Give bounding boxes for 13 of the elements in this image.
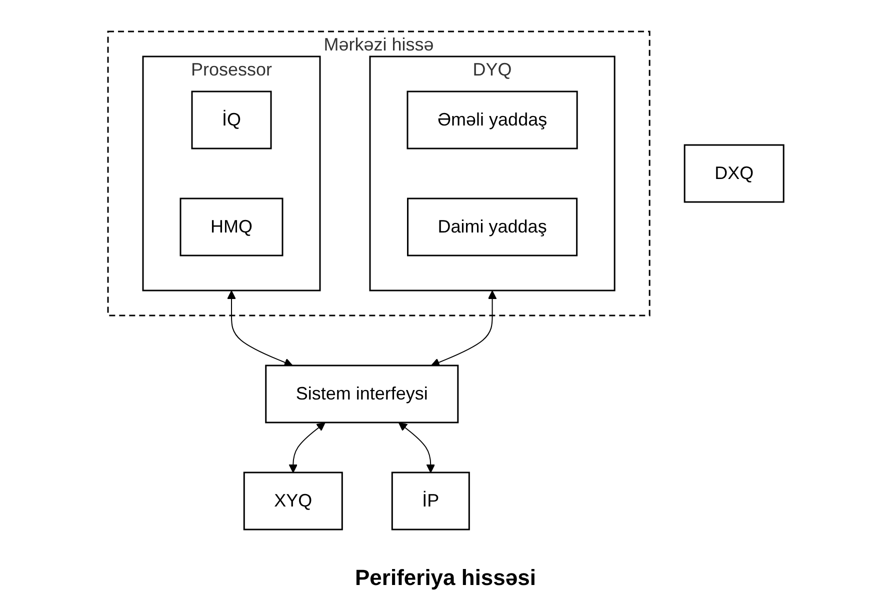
node-box: DXQ (684, 144, 784, 203)
section-label: Periferiya hissəsi (354, 565, 536, 591)
arrow (398, 422, 435, 473)
node-box: HMQ (179, 198, 283, 256)
node-box: Sistem interfeysi (264, 364, 458, 424)
arrow (430, 290, 496, 367)
node-box: XYQ (243, 472, 343, 530)
node-box: İP (391, 472, 470, 530)
arrow (226, 290, 293, 367)
arrow (288, 422, 326, 473)
node-box: Daimi yaddaş (406, 198, 578, 256)
node-box: Əməli yaddaş (406, 90, 578, 150)
node-box: İQ (190, 90, 272, 150)
